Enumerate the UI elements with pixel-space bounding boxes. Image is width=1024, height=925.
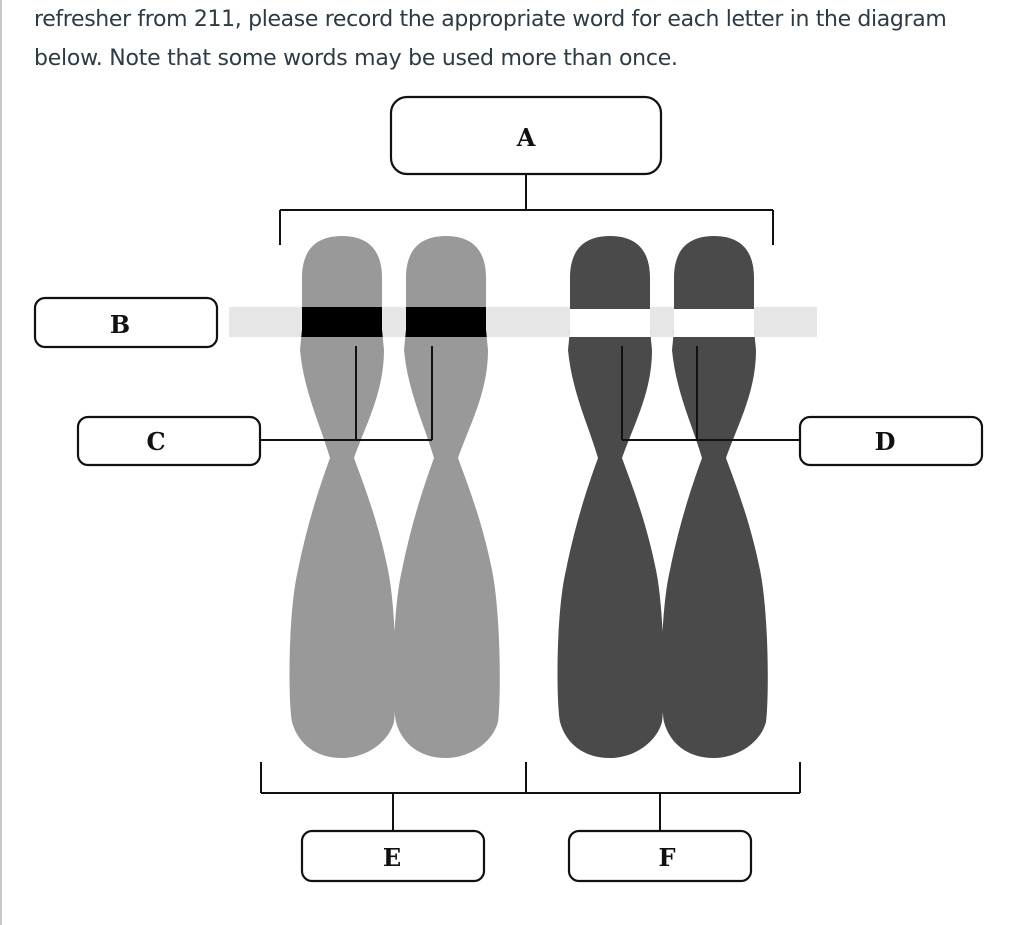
instructions-line-2: below. Note that some words may be used … [34, 46, 678, 71]
light-chromosome [289, 236, 500, 758]
label-box-c: C [76, 415, 262, 467]
dark-band-left [289, 307, 396, 337]
white-band-left [557, 309, 664, 337]
question-instructions: refresher from 211, please record the ap… [34, 0, 1009, 78]
dark-band-right [393, 307, 500, 337]
dark-chromosome [557, 236, 768, 758]
instructions-line-1: refresher from 211, please record the ap… [34, 7, 947, 32]
connector-c [260, 346, 433, 441]
top-bracket [279, 174, 774, 245]
label-a: A [516, 123, 536, 152]
label-box-b: B [33, 296, 219, 349]
label-c: C [146, 427, 165, 456]
connector-d [621, 346, 800, 441]
bottom-bracket [260, 762, 801, 831]
label-box-e: E [300, 829, 486, 883]
label-f: F [658, 843, 675, 872]
label-b: B [110, 310, 130, 339]
label-e: E [383, 843, 401, 872]
label-box-a: A [389, 95, 663, 176]
label-box-d: D [798, 415, 984, 467]
white-band-right [661, 309, 768, 337]
page-left-border [0, 0, 2, 925]
label-d: D [875, 427, 896, 456]
label-box-f: F [567, 829, 753, 883]
